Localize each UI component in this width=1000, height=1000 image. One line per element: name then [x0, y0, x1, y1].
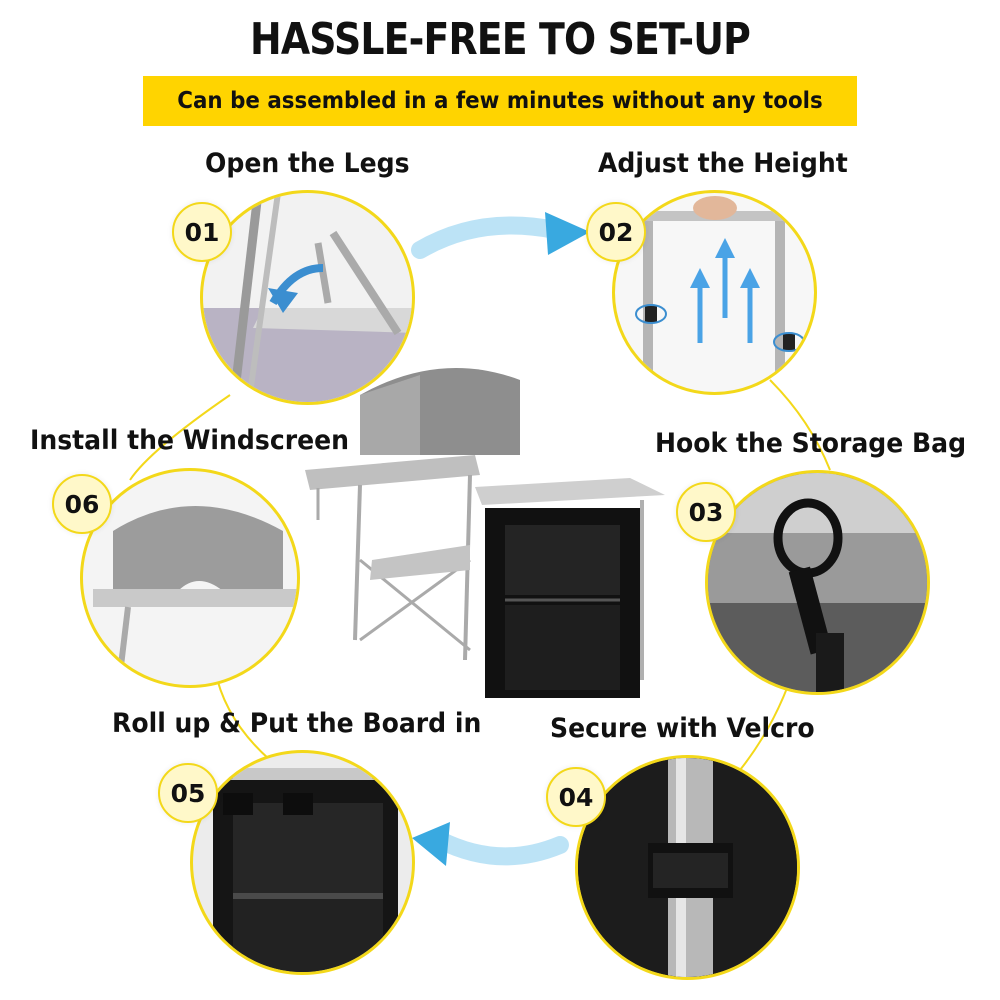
step-badge-02: 02 [586, 202, 646, 262]
step-image-hook-storage-bag [705, 470, 930, 695]
step-label-roll-up-board: Roll up & Put the Board in [112, 708, 482, 739]
step-image-install-windscreen [80, 468, 300, 688]
step-image-secure-velcro [575, 755, 800, 980]
page-title: HASSLE-FREE TO SET-UP [250, 14, 751, 65]
arrow-step1-to-step2 [411, 212, 590, 259]
step-label-adjust-height: Adjust the Height [598, 148, 848, 179]
step-badge-05: 05 [158, 763, 218, 823]
step-badge-04: 04 [546, 767, 606, 827]
arrow-step4-to-step5 [412, 822, 569, 866]
step-badge-06: 06 [52, 474, 112, 534]
step-badge-03: 03 [676, 482, 736, 542]
step-label-secure-velcro: Secure with Velcro [550, 713, 815, 744]
step-image-adjust-height [612, 190, 817, 395]
step-label-hook-storage-bag: Hook the Storage Bag [655, 428, 967, 459]
step-image-roll-up-board [190, 750, 415, 975]
step-label-install-windscreen: Install the Windscreen [30, 425, 350, 456]
subtitle-text: Can be assembled in a few minutes withou… [177, 88, 823, 114]
step-image-open-legs [200, 190, 415, 405]
step-badge-01: 01 [172, 202, 232, 262]
subtitle-banner: Can be assembled in a few minutes withou… [143, 76, 857, 126]
step-label-open-legs: Open the Legs [205, 148, 410, 179]
